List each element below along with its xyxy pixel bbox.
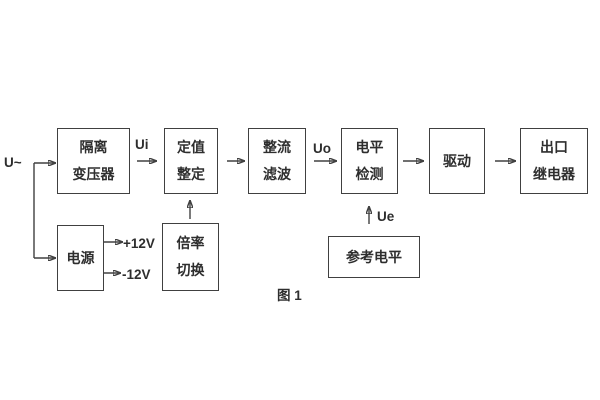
block-drive: 驱动 [429,128,485,194]
signal-label-uo: Uo [313,141,331,156]
block-level-detect: 电平 检测 [341,128,398,194]
signal-label-ue: Ue [377,209,395,224]
figure-caption: 图 1 [277,288,302,303]
block-power-supply: 电源 [57,225,104,291]
block-output-relay: 出口 继电器 [520,128,588,194]
block-isolation-transformer: 隔离 变压器 [57,128,130,194]
signal-label-minus12v: -12V [122,267,151,282]
signal-label-ui: Ui [135,137,149,152]
block-setting-adjust: 定值 整定 [164,128,218,194]
signal-label-input-voltage: U~ [4,155,22,170]
block-reference-level: 参考电平 [328,236,420,278]
block-rectify-filter: 整流 滤波 [248,128,306,194]
signal-label-plus12v: +12V [123,236,155,251]
block-rate-switch: 倍率 切换 [162,223,219,291]
